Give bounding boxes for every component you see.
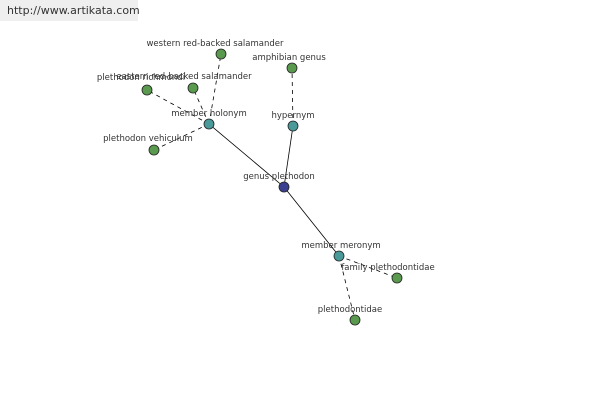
node-eastern-red-backed-salamander[interactable]	[187, 82, 199, 94]
label-plethodon-richmondi: plethodon richmondi	[97, 73, 185, 83]
edge-holonym-vehiculum	[153, 123, 210, 151]
label-member-holonym: member holonym	[171, 109, 246, 119]
label-eastern-red-backed-salamander: eastern red-backed salamander	[116, 72, 252, 82]
node-plethodontidae[interactable]	[349, 314, 361, 326]
node-member-holonym[interactable]	[203, 118, 215, 130]
edge-meronym-plethodontidae	[338, 255, 356, 321]
edge-center-hypernym	[283, 125, 294, 188]
source-banner: http://www.artikata.com	[0, 0, 140, 21]
edge-center-member-holonym	[208, 123, 285, 188]
edge-holonym-eastern	[192, 87, 210, 125]
label-member-meronym: member meronym	[301, 241, 380, 251]
source-url-text[interactable]: http://www.artikata.com	[7, 4, 140, 17]
node-amphibian-genus[interactable]	[286, 62, 298, 74]
node-member-meronym[interactable]	[333, 250, 345, 262]
label-western-red-backed-salamander: western red-backed salamander	[146, 39, 284, 49]
label-plethodontidae: plethodontidae	[318, 305, 382, 315]
node-hypernym[interactable]	[287, 120, 299, 132]
edge-hypernym-amphibian	[291, 67, 294, 127]
label-hypernym: hypernym	[271, 111, 314, 121]
label-plethodon-vehiculum: plethodon vehiculum	[103, 134, 193, 144]
node-family-plethodontidae[interactable]	[391, 272, 403, 284]
label-genus-plethodon: genus plethodon	[243, 172, 314, 182]
edge-center-member-meronym	[283, 186, 340, 257]
node-genus-plethodon[interactable]	[278, 181, 290, 193]
label-amphibian-genus: amphibian genus	[252, 53, 326, 63]
edge-holonym-western	[208, 53, 222, 125]
node-plethodon-vehiculum[interactable]	[148, 144, 160, 156]
node-western-red-backed-salamander[interactable]	[215, 48, 227, 60]
node-plethodon-richmondi[interactable]	[141, 84, 153, 96]
edge-holonym-richmondi	[146, 89, 210, 125]
label-family-plethodontidae: family plethodontidae	[341, 263, 434, 273]
edge-meronym-family	[338, 255, 398, 279]
